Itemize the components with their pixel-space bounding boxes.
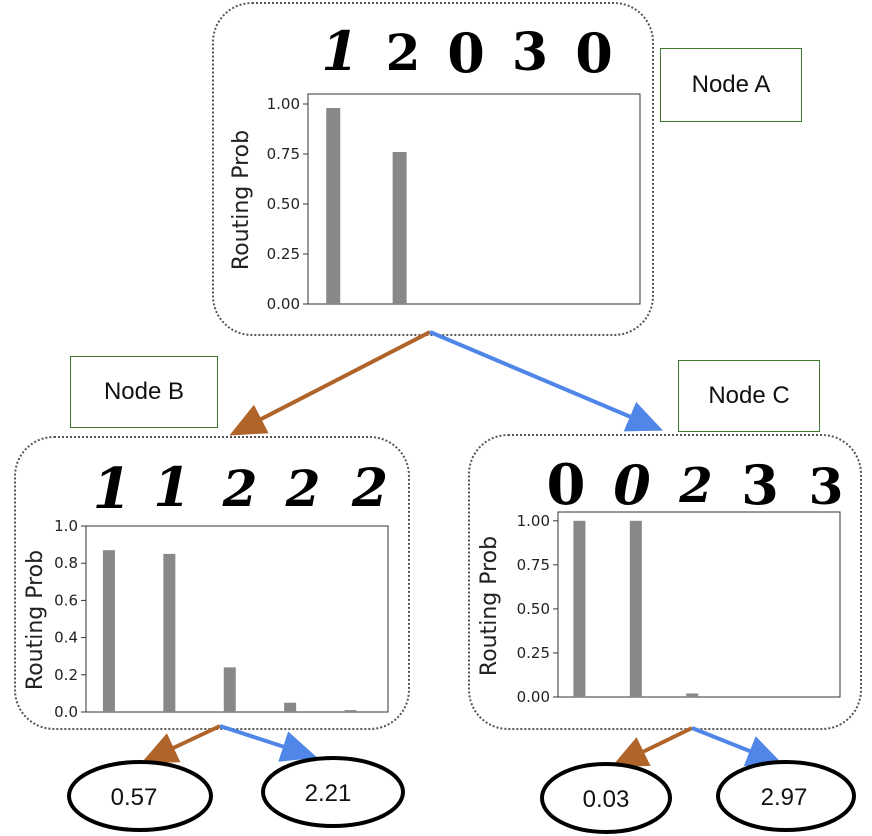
node-a-digit: 3	[512, 22, 548, 83]
node-c-panel	[468, 434, 862, 730]
chart-a-ytick-label: 0.00	[267, 295, 300, 313]
chart-a-ytick-label: 1.00	[267, 95, 300, 113]
leaf-b-right	[261, 756, 405, 828]
leaf-b-left	[67, 760, 213, 832]
chart-c-frame	[557, 511, 841, 698]
node-a-digit: 0	[575, 21, 613, 85]
edge-a-to-c	[429, 330, 664, 432]
node-c-digit: 0	[613, 453, 651, 517]
chart-b-bar	[102, 550, 115, 712]
chart-b-frame	[85, 525, 389, 713]
node-b-digit: 1	[93, 456, 132, 522]
chart-b-ytick-label: 0.8	[54, 554, 78, 572]
node-a-label-text: Node A	[691, 71, 771, 98]
node-b-digit: 2	[222, 459, 258, 518]
node-b-digit: 2	[285, 459, 321, 518]
chart-b-bar	[344, 710, 357, 712]
node-c-digit: 3	[809, 457, 844, 516]
chart-b-ytick-label: 0.0	[54, 703, 78, 721]
edge-a-to-b	[229, 330, 431, 436]
chart-c-ytick-label: 0.50	[517, 600, 550, 618]
edge-b-to-left-leaf	[141, 724, 221, 764]
chart-c-bar	[686, 693, 699, 697]
chart-a-frame	[307, 93, 641, 305]
edge-b-to-right-leaf	[219, 724, 318, 762]
chart-c-ylabel: Routing Prob	[477, 536, 502, 676]
node-b-digit: 2	[351, 458, 388, 519]
node-b-digit: 1	[153, 455, 191, 519]
node-a-digit: 1	[321, 19, 359, 83]
chart-b-ytick-label: 0.6	[54, 591, 78, 609]
leaf-c-left-value: 0.03	[583, 786, 630, 813]
chart-c-ytick-label: 0.25	[517, 644, 550, 662]
chart-a-bar	[326, 108, 341, 304]
node-a-label: Node A	[660, 48, 802, 122]
chart-b-ytick-label: 0.4	[54, 629, 78, 647]
node-a-digit: 0	[447, 21, 485, 85]
chart-b-bar	[284, 702, 297, 712]
node-b-label: Node B	[70, 356, 218, 428]
chart-c-ytick-label: 1.00	[517, 512, 550, 530]
edge-c-to-left-leaf	[611, 726, 693, 768]
leaf-c-right	[716, 760, 856, 832]
chart-b-ylabel: Routing Prob	[23, 550, 48, 690]
chart-c-ytick-label: 0.00	[517, 688, 550, 706]
chart-b-bar	[163, 553, 176, 712]
node-a-digits: 1 2 0 3 0	[321, 19, 613, 85]
chart-a-bar	[392, 152, 407, 304]
chart-b-ytick-label: 0.2	[54, 666, 78, 684]
chart-a-ylabel: Routing Prob	[229, 130, 254, 270]
chart-c-ytick-label: 0.75	[517, 556, 550, 574]
node-a-digit: 2	[386, 23, 421, 82]
node-b-digits: 1 1 2 2 2	[93, 455, 389, 522]
chart-b-bar	[223, 667, 236, 712]
chart-a-ytick-label: 0.75	[267, 145, 300, 163]
node-b-label-text: Node B	[103, 378, 185, 405]
node-c-digits: 0 0 2 3 3	[547, 452, 844, 518]
node-c-digit: 3	[741, 453, 779, 517]
chart-c-bar	[573, 520, 586, 697]
node-c-label-text: Node C	[708, 382, 790, 409]
leaf-b-right-value: 2.21	[305, 780, 352, 807]
leaf-b-left-value: 0.57	[111, 784, 158, 811]
chart-c-bar	[629, 520, 642, 697]
node-c-label: Node C	[678, 360, 820, 432]
leaf-c-right-value: 2.97	[761, 784, 808, 811]
edge-c-to-right-leaf	[691, 726, 784, 766]
node-c-digit: 0	[547, 452, 586, 518]
chart-a-ytick-label: 0.25	[267, 245, 300, 263]
chart-b-ytick-label: 1.0	[54, 517, 78, 535]
chart-a-ytick-label: 0.50	[267, 195, 300, 213]
node-c-digit: 2	[678, 458, 712, 514]
leaf-c-left	[540, 762, 672, 834]
